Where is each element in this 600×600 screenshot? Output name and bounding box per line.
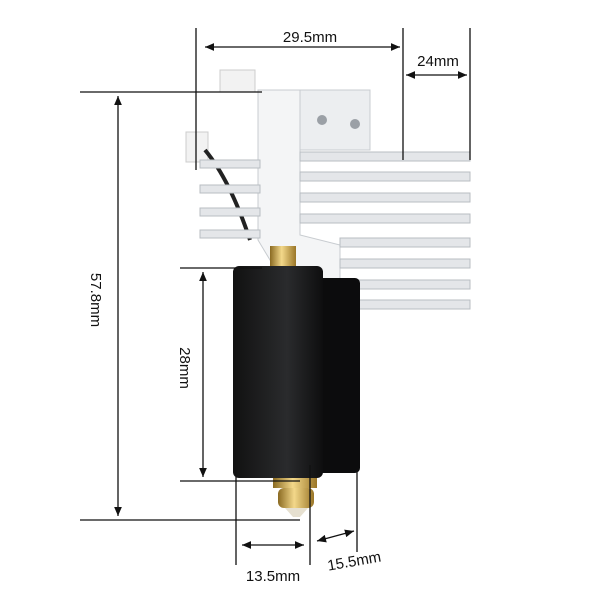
block-width-label: 13.5mm: [246, 568, 300, 585]
total-height-label: 57.8mm: [87, 273, 104, 327]
heatbreak: [270, 246, 296, 268]
block-depth-label: 15.5mm: [326, 548, 382, 574]
block-height-label: 28mm: [176, 347, 193, 389]
hotend-product: [185, 69, 471, 517]
dimension-lines: [80, 28, 471, 565]
nozzle: [273, 478, 317, 517]
side-width-label: 24mm: [417, 53, 459, 70]
top-width-label: 29.5mm: [283, 29, 337, 46]
heater-block: [233, 266, 360, 478]
